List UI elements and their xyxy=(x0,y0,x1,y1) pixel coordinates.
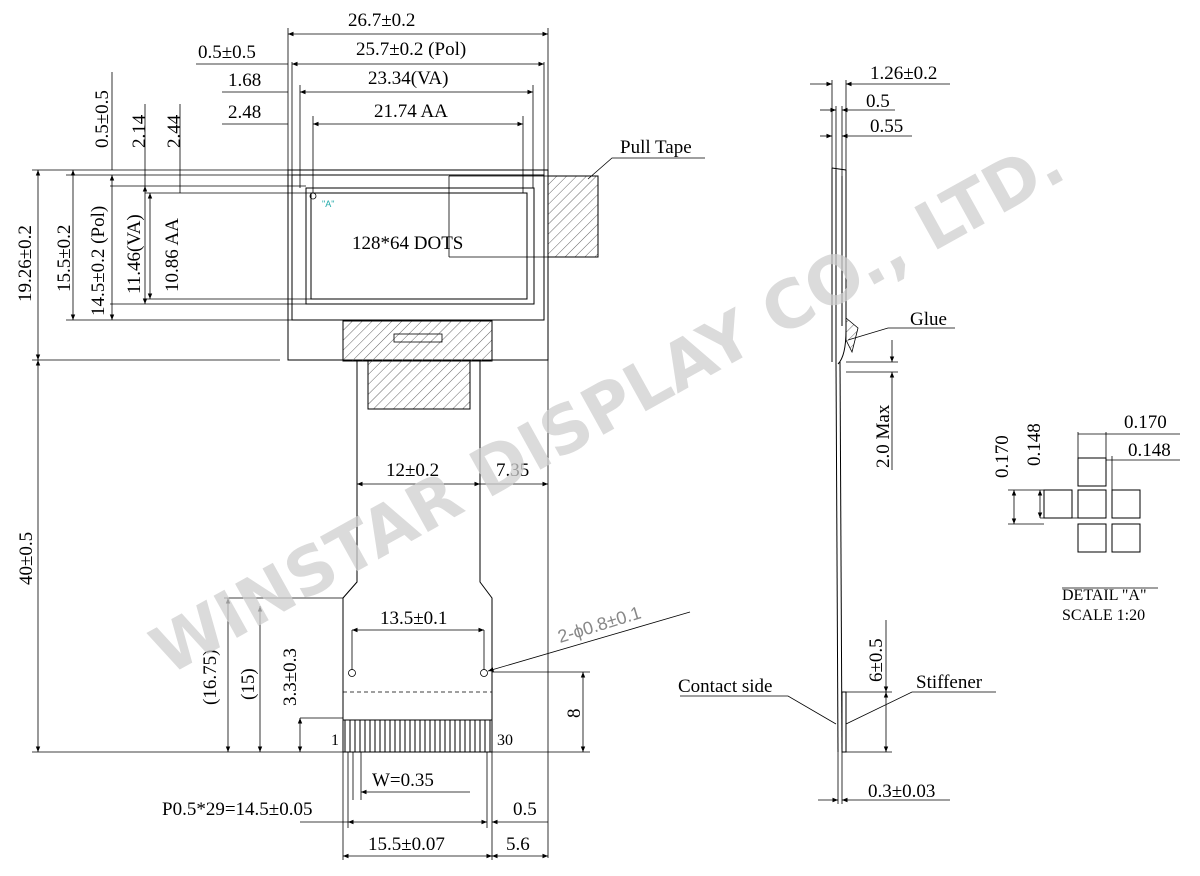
pin-last-label: 30 xyxy=(497,732,513,749)
side-dim-0-55: 0.55 xyxy=(870,116,903,137)
ic-chip xyxy=(367,360,471,410)
dim-top-offset-1: 0.5±0.5 xyxy=(92,90,113,148)
detail-a xyxy=(1008,432,1180,589)
pin-edge: 0.5 xyxy=(513,799,537,820)
dim-top-offset-2: 2.14 xyxy=(129,114,150,148)
side-view xyxy=(680,80,996,804)
dim-16-75: (16.75) xyxy=(200,650,221,705)
dim-aa-width: 21.74 AA xyxy=(374,101,448,122)
dim-va-width: 23.34(VA) xyxy=(368,68,448,89)
fpc-length: 40±0.5 xyxy=(16,532,37,585)
stiffener-label: Stiffener xyxy=(916,672,983,693)
pin-first-label: 1 xyxy=(331,732,339,749)
stiffener-length: 8 xyxy=(564,709,585,719)
dim-15: (15) xyxy=(238,668,259,700)
hole-pitch: 13.5±0.1 xyxy=(380,608,447,629)
detail-marker-label: "A" xyxy=(322,199,334,209)
pull-tape xyxy=(547,175,599,258)
dim-overall-width: 26.7±0.2 xyxy=(348,10,415,31)
dim-top-offset-3: 2.44 xyxy=(164,114,185,148)
contact-pins xyxy=(343,719,492,752)
dim-3-3: 3.3±0.3 xyxy=(280,648,301,706)
fpc-offset: 7.35 xyxy=(496,460,529,481)
side-dim-0-5: 0.5 xyxy=(866,91,890,112)
dim-left-offset-1: 0.5±0.5 xyxy=(198,42,256,63)
detail-dim-v-outer: 0.170 xyxy=(992,435,1013,478)
pin-pitch: P0.5*29=14.5±0.05 xyxy=(162,799,312,820)
max-label: 2.0 Max xyxy=(873,404,894,468)
fpc-dimensions xyxy=(32,360,691,860)
bonding-area xyxy=(342,320,493,362)
detail-title: DETAIL "A" xyxy=(1062,587,1147,604)
pin-width: W=0.35 xyxy=(372,770,434,791)
watermark: WINSTAR DISPLAY CO., LTD. xyxy=(138,123,1076,690)
fpc-width: 12±0.2 xyxy=(386,460,439,481)
dim-va-height: 11.46(VA) xyxy=(124,214,145,294)
side-thickness: 1.26±0.2 xyxy=(870,63,937,84)
dim-pol-height-2: 14.5±0.2 (Pol) xyxy=(88,206,109,316)
pull-tape-label: Pull Tape xyxy=(620,137,692,158)
dim-overall-height: 19.26±0.2 xyxy=(15,225,36,302)
dim-aa-height: 10.86 AA xyxy=(162,218,183,292)
glue-label: Glue xyxy=(910,309,947,330)
top-dimensions xyxy=(196,28,549,193)
tail-width: 15.5±0.07 xyxy=(368,834,445,855)
left-dimensions xyxy=(32,72,313,361)
hole-spec: 2-ϕ0.8±0.1 xyxy=(555,603,643,647)
dim-pol-height-1: 15.5±0.2 xyxy=(54,225,75,292)
dots-label: 128*64 DOTS xyxy=(352,233,463,254)
tail-edge: 5.6 xyxy=(506,834,530,855)
side-stiffener-length: 6±0.5 xyxy=(866,638,887,682)
fpc-outline xyxy=(342,361,493,753)
contact-side-label: Contact side xyxy=(678,676,772,697)
dim-left-offset-2: 1.68 xyxy=(228,70,261,91)
detail-scale: SCALE 1:20 xyxy=(1062,607,1145,624)
detail-dim-h-outer: 0.170 xyxy=(1124,412,1167,433)
dim-left-offset-3: 2.48 xyxy=(228,102,261,123)
detail-dim-v-inner: 0.148 xyxy=(1024,423,1045,466)
dim-pol-width: 25.7±0.2 (Pol) xyxy=(356,39,466,60)
fpc-thickness: 0.3±0.03 xyxy=(868,781,935,802)
detail-dim-h-inner: 0.148 xyxy=(1128,440,1171,461)
